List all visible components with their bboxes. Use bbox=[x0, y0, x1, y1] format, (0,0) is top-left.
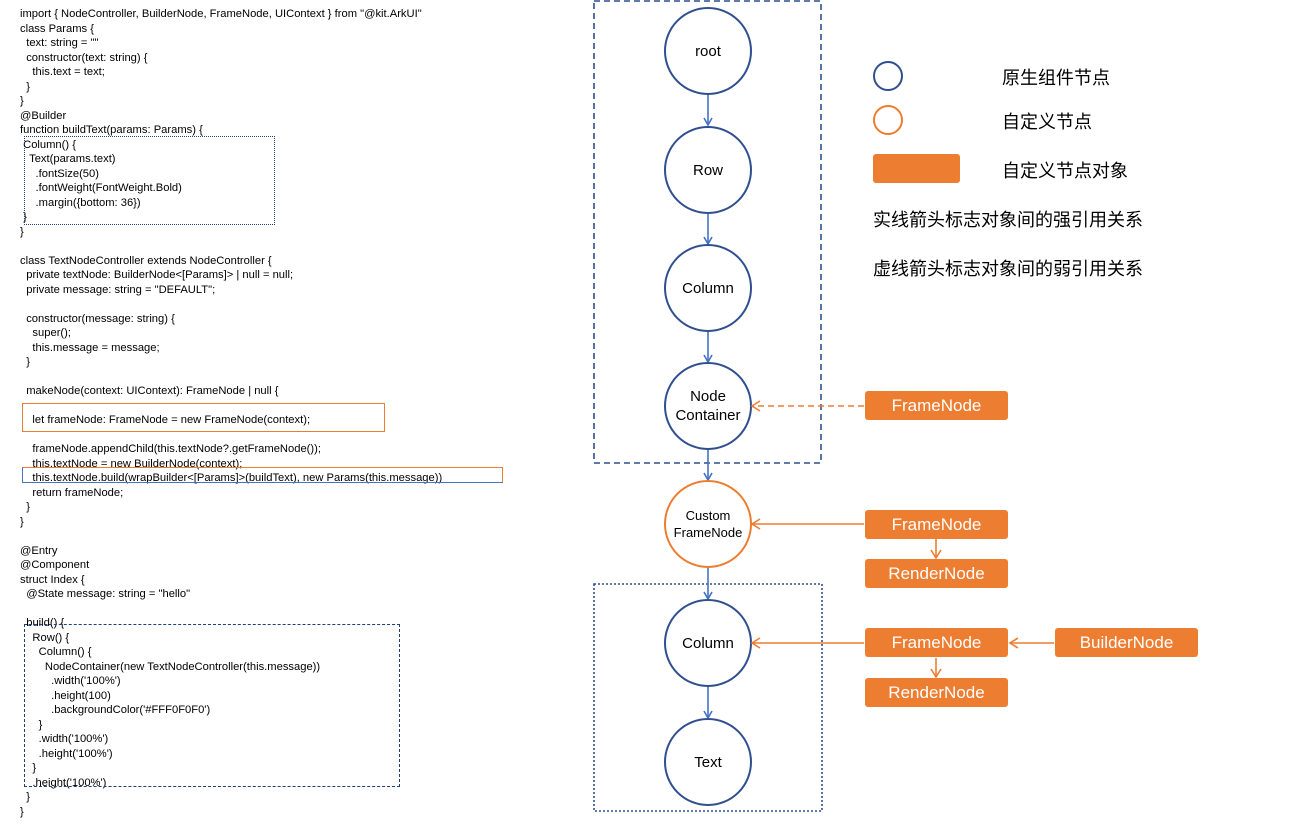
legend-native-label: 原生组件节点 bbox=[1002, 68, 1110, 89]
legend-object-icon bbox=[873, 154, 960, 183]
code-line: import { NodeController, BuilderNode, Fr… bbox=[20, 8, 422, 20]
code-line: struct Index { bbox=[20, 573, 85, 586]
code-line: } bbox=[20, 718, 43, 731]
legend-object-label: 自定义节点对象 bbox=[1002, 161, 1128, 182]
code-line: .width('100%') bbox=[20, 733, 109, 745]
code-line: } bbox=[20, 225, 24, 238]
code-line: Text(params.text) bbox=[20, 153, 116, 165]
code-line: private message: string = "DEFAULT"; bbox=[20, 283, 216, 296]
code-line: return frameNode; bbox=[20, 486, 124, 499]
legend-custom-label: 自定义节点 bbox=[1002, 112, 1092, 133]
code-line: } bbox=[20, 805, 24, 818]
framenode-weak-box: FrameNode bbox=[865, 391, 1008, 420]
legend-solid-arrow-label: 实线箭头标志对象间的强引用关系 bbox=[873, 210, 1143, 231]
code-line: .margin({bottom: 36}) bbox=[20, 196, 141, 209]
rendernode-column-box: RenderNode bbox=[865, 678, 1008, 707]
code-line: .fontSize(50) bbox=[20, 167, 99, 180]
node-text-circle bbox=[664, 718, 752, 806]
code-line: this.textNode.build(wrapBuilder<[Params]… bbox=[20, 472, 443, 484]
rendernode-custom-box: RenderNode bbox=[865, 559, 1008, 588]
code-line: } bbox=[20, 95, 24, 107]
code-line: .height('100%') bbox=[20, 747, 113, 760]
code-line: function buildText(params: Params) { bbox=[20, 124, 203, 136]
node-row-label: Row bbox=[692, 161, 723, 179]
code-line: } bbox=[20, 501, 30, 513]
code-line: class Params { bbox=[20, 22, 94, 35]
code-line: makeNode(context: UIContext): FrameNode … bbox=[20, 385, 279, 397]
code-line: } bbox=[20, 356, 30, 368]
code-line: constructor(message: string) { bbox=[20, 312, 175, 325]
code-line: this.message = message; bbox=[20, 341, 160, 354]
textnode-build-box bbox=[22, 467, 503, 483]
code-line: .height('100%') bbox=[20, 776, 107, 789]
code-line: constructor(text: string) { bbox=[20, 51, 148, 64]
code-line: Row() { bbox=[20, 631, 70, 644]
framenode-new-box bbox=[22, 403, 385, 432]
node-column-circle bbox=[664, 244, 752, 332]
node-root-circle bbox=[664, 7, 752, 95]
build-row-box bbox=[24, 624, 400, 787]
code-line: Column() { bbox=[20, 646, 92, 658]
code-line: private textNode: BuilderNode<[Params]> … bbox=[20, 269, 294, 281]
code-line: .width('100%') bbox=[20, 675, 121, 687]
code-line: } bbox=[20, 791, 30, 803]
legend-dashed-arrow-label: 虚线箭头标志对象间的弱引用关系 bbox=[873, 259, 1143, 280]
code-line: @State message: string = "hello" bbox=[20, 588, 191, 600]
code-line: Column() { bbox=[20, 138, 76, 151]
code-line: .backgroundColor('#FFF0F0F0') bbox=[20, 704, 211, 716]
legend-native-icon bbox=[873, 61, 903, 91]
code-line: this.textNode = new BuilderNode(context)… bbox=[20, 457, 243, 470]
code-line: .height(100) bbox=[20, 689, 111, 702]
code-line: @Builder bbox=[20, 109, 67, 122]
node-text-label: Text bbox=[694, 753, 722, 771]
code-line: } bbox=[20, 515, 24, 528]
node-row-circle bbox=[664, 126, 752, 214]
code-line: .fontWeight(FontWeight.Bold) bbox=[20, 182, 182, 194]
node-builder-column-label: Column bbox=[682, 634, 734, 652]
code-line: build() { bbox=[20, 617, 65, 629]
code-line: this.text = text; bbox=[20, 66, 105, 78]
node-root-label: root bbox=[695, 42, 721, 60]
framenode-custom-box: FrameNode bbox=[865, 510, 1008, 539]
code-line: @Component bbox=[20, 559, 90, 571]
code-line: let frameNode: FrameNode = new FrameNode… bbox=[20, 414, 311, 426]
code-line: super(); bbox=[20, 327, 71, 339]
code-line: NodeContainer(new TextNodeController(thi… bbox=[20, 660, 321, 673]
legend-custom-icon bbox=[873, 105, 903, 135]
code-line: @Entry bbox=[20, 544, 58, 557]
code-line: text: string = "" bbox=[20, 37, 99, 49]
code-line: frameNode.appendChild(this.textNode?.get… bbox=[20, 443, 321, 455]
code-line: } bbox=[20, 80, 30, 93]
code-line: class TextNodeController extends NodeCon… bbox=[20, 254, 272, 267]
framenode-column-box: FrameNode bbox=[865, 628, 1008, 657]
code-line: } bbox=[20, 762, 37, 774]
node-custom-framenode-label: Custom FrameNode bbox=[673, 508, 743, 540]
node-column-label: Column bbox=[682, 279, 734, 297]
buildernode-box: BuilderNode bbox=[1055, 628, 1198, 657]
node-container-label: Node Container bbox=[675, 388, 741, 424]
builder-column-box bbox=[24, 136, 275, 225]
